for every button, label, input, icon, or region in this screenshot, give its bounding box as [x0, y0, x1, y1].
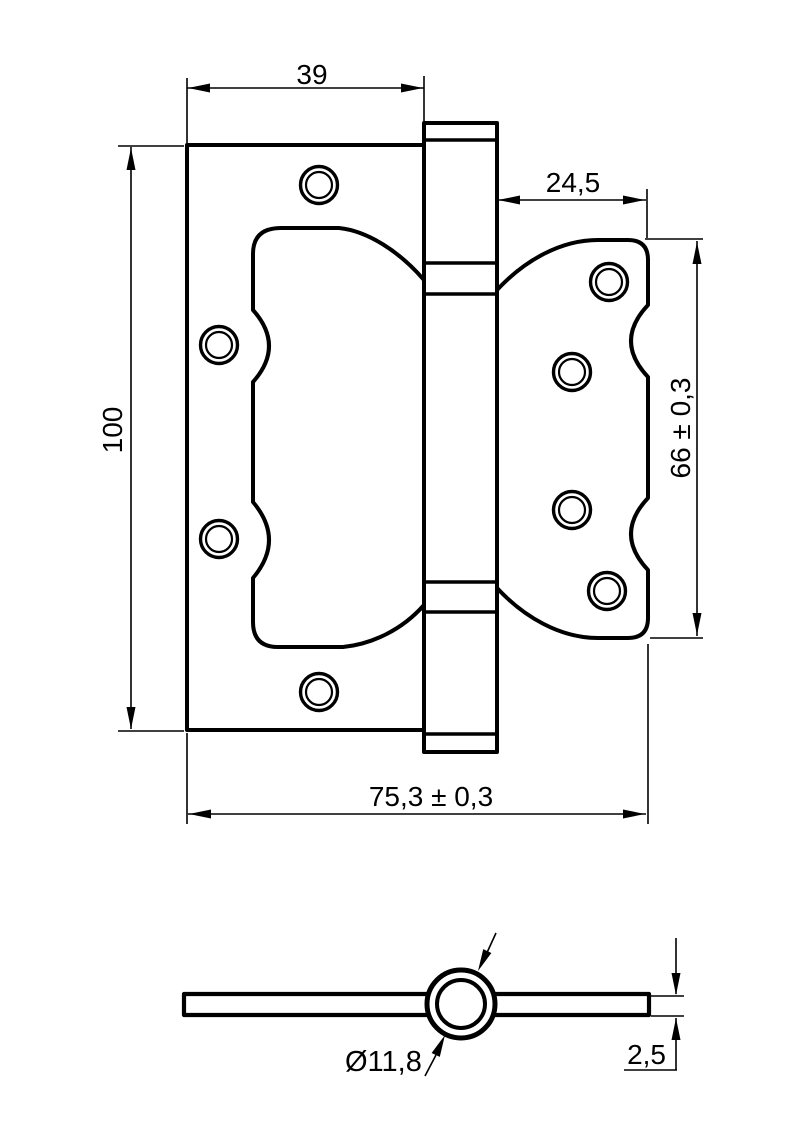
side-view: Ø11,8 2,5: [181, 932, 684, 1078]
screw-hole: [588, 261, 630, 303]
screw-hole: [198, 518, 240, 560]
dim-left-leaf-width-text: 39: [296, 59, 327, 90]
screw-hole: [551, 489, 593, 531]
dim-leaf-thickness-text: 2,5: [627, 1039, 666, 1070]
front-view: 39 100 24,5: [97, 59, 703, 824]
dimension-left-leaf-width: 39: [186, 59, 425, 143]
arrowhead: [623, 809, 645, 819]
arrowhead: [126, 707, 136, 729]
dim-overall-width-text: 75,3 ± 0,3: [369, 781, 493, 812]
screw-hole: [551, 351, 593, 393]
dimension-overall-width: 75,3 ± 0,3: [186, 644, 649, 824]
leader-line: [424, 1054, 437, 1077]
dimension-leaf-thickness: 2,5: [624, 938, 684, 1071]
arrowhead: [478, 949, 492, 971]
arrowhead: [189, 809, 211, 819]
arrowhead: [671, 1018, 681, 1040]
arrowhead: [401, 83, 423, 93]
dimension-inner-leaf-height: 66 ± 0,3: [645, 238, 703, 639]
knuckle-barrel: [422, 121, 499, 754]
arrowhead: [692, 242, 702, 264]
dim-knuckle-diameter-text: Ø11,8: [345, 1046, 422, 1078]
side-view-leaves-bar: [181, 991, 652, 1018]
arrowhead: [498, 195, 520, 205]
dim-right-leaf-width-text: 24,5: [546, 167, 601, 198]
left-leaf-cutout-contour: [251, 226, 426, 649]
hinge-pin-circle: [435, 978, 487, 1030]
arrowhead: [692, 613, 702, 635]
dim-inner-leaf-height-text: 66 ± 0,3: [665, 378, 696, 479]
screw-hole: [586, 570, 628, 612]
dimension-knuckle-diameter: Ø11,8: [345, 1035, 445, 1078]
dimension-leaf-height: 100: [97, 145, 184, 732]
left-leaf-outline: [185, 143, 426, 732]
screw-hole: [198, 324, 240, 366]
arrowhead: [431, 1035, 445, 1057]
dim-leaf-height-text: 100: [97, 407, 128, 454]
arrowhead: [623, 195, 645, 205]
arrowhead: [126, 148, 136, 170]
screw-hole: [298, 671, 340, 713]
arrowhead: [188, 83, 210, 93]
screw-hole: [298, 164, 340, 206]
right-leaf-outline: [495, 238, 650, 640]
arrowhead: [671, 973, 681, 995]
knuckle-leader: [478, 932, 497, 971]
dimension-right-leaf-width: 24,5: [497, 167, 648, 238]
